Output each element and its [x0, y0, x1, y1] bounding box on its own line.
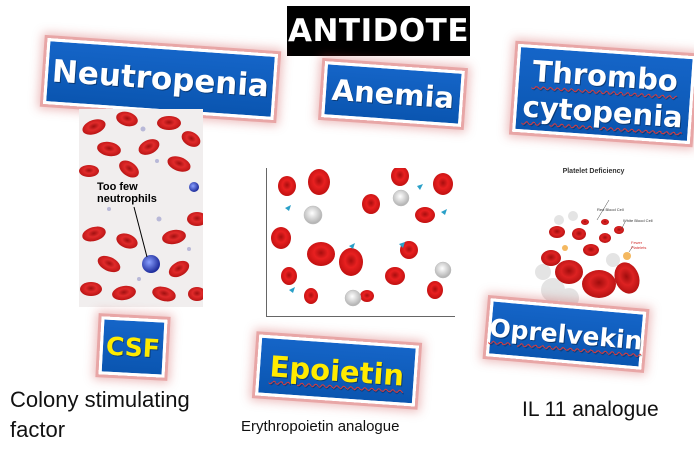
- neutropenia-image: Too few neutrophils: [79, 109, 203, 307]
- csf-banner: CSF: [98, 316, 168, 378]
- neutrophils-label-line2: neutrophils: [97, 193, 157, 205]
- neutropenia-banner: Neutropenia: [42, 38, 279, 120]
- platelet-image-title: Platelet Deficiency: [562, 168, 625, 175]
- anemia-cells-illustration: [271, 168, 453, 307]
- csf-caption: Colony stimulating factor: [10, 387, 190, 442]
- neutrophils-label: Too few neutrophils: [97, 181, 157, 205]
- blood-cells-illustration: [79, 111, 203, 302]
- fewer-platelets-label: Fewer Platelets: [631, 240, 647, 250]
- oprelvekin-caption: IL 11 analogue: [522, 398, 659, 421]
- wbc-label: White Blood Cell: [623, 218, 653, 223]
- oprelvekin-banner: Oprelvekin: [485, 298, 647, 370]
- oprelvekin-text: Oprelvekin: [488, 312, 644, 356]
- anemia-banner: Anemia: [321, 61, 465, 127]
- thrombocytopenia-banner: Thrombo cytopenia: [512, 43, 694, 145]
- epoietin-banner: Epoietin: [255, 334, 419, 407]
- rbc-label: Red Blood Cell: [597, 207, 624, 212]
- page-title: ANTIDOTE: [287, 6, 470, 56]
- epoietin-caption: Erythropoietin analogue: [241, 418, 400, 435]
- neutrophils-label-line1: Too few: [97, 181, 138, 193]
- anemia-image: [266, 168, 455, 317]
- platelet-deficiency-image: Platelet Deficiency: [529, 160, 658, 306]
- platelet-cells-illustration: [535, 199, 640, 306]
- epoietin-text: Epoietin: [268, 348, 406, 393]
